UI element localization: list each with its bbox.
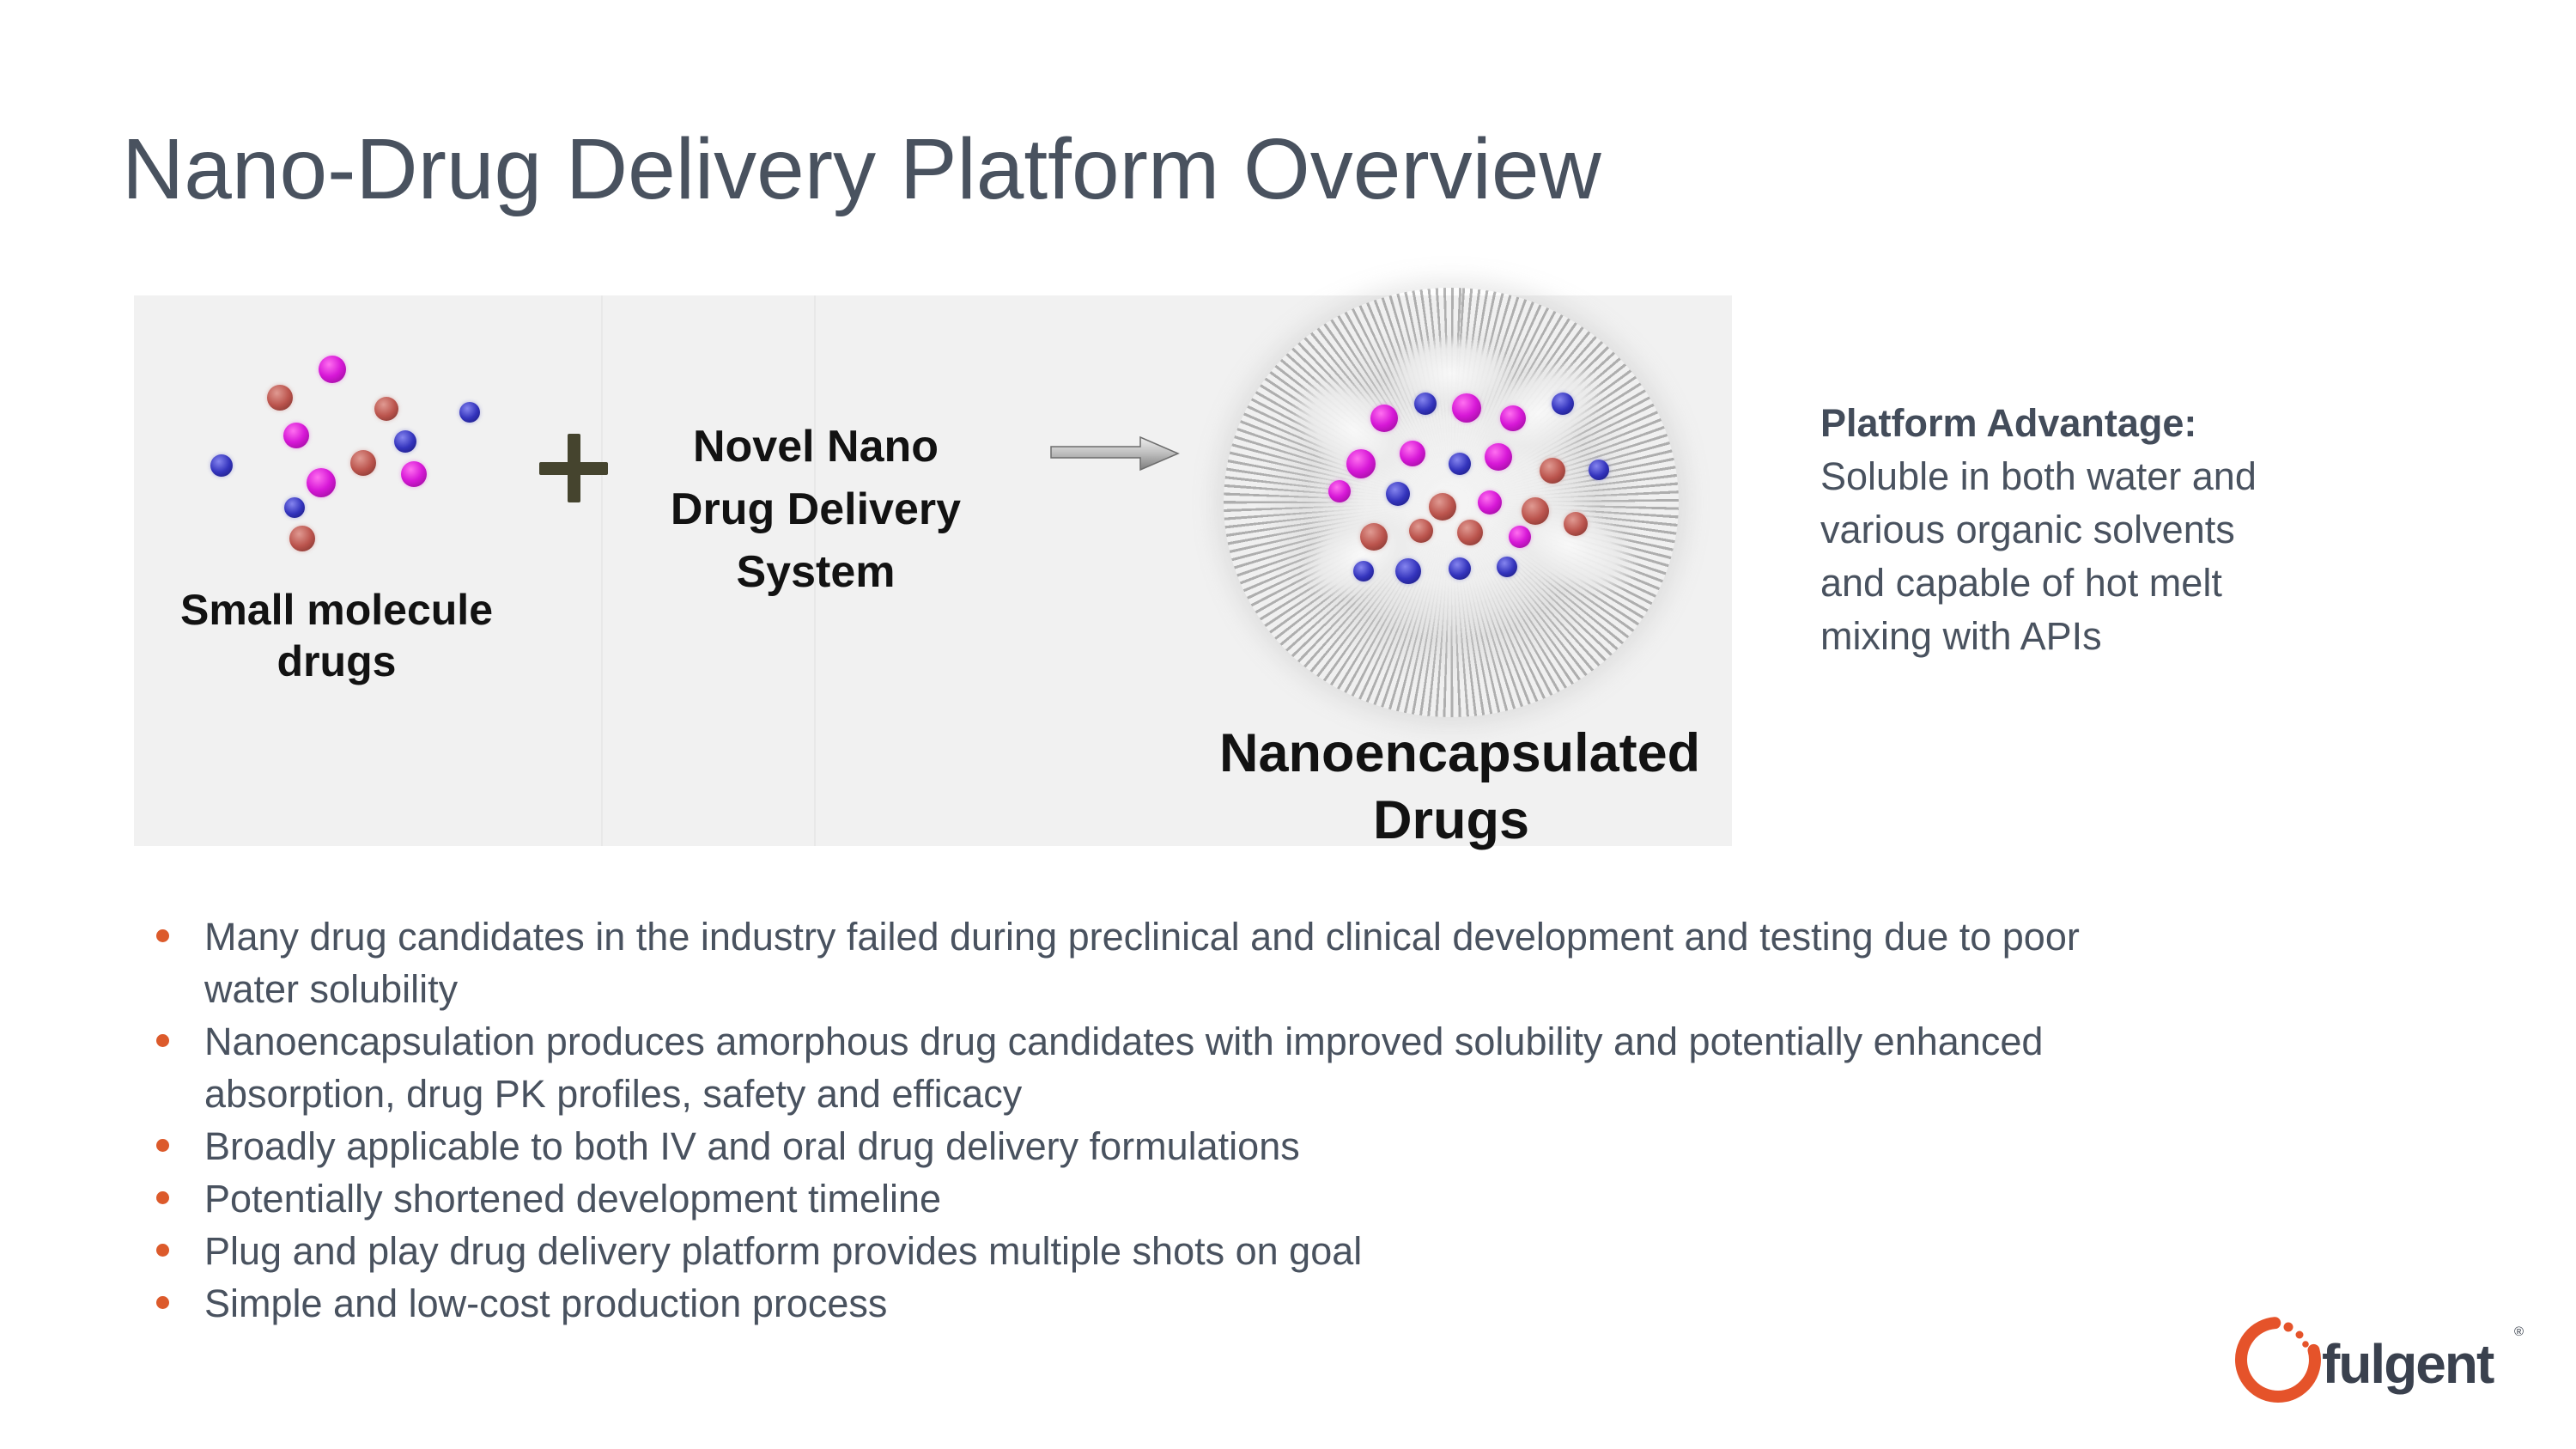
- label-line: Drug Delivery: [670, 484, 962, 534]
- bullet-text: Potentially shortened development timeli…: [204, 1177, 942, 1221]
- fulgent-logo: fulgent ®: [2234, 1317, 2524, 1403]
- bullet-text: Nanoencapsulation produces amorphous dru…: [204, 1020, 2044, 1116]
- platform-advantage-line: mixing with APIs: [1820, 614, 2102, 658]
- platform-advantage-line: various organic solvents: [1820, 508, 2235, 551]
- bullet-marker-icon: [156, 1139, 169, 1152]
- bullet-marker-icon: [156, 1244, 169, 1257]
- right-arrow-icon: [1050, 435, 1180, 472]
- logo-circle-icon: [2234, 1317, 2321, 1403]
- bullet-item: Plug and play drug delivery platform pro…: [155, 1225, 2421, 1277]
- bullet-text: Simple and low-cost production process: [204, 1282, 888, 1325]
- panel-seam: [601, 295, 603, 846]
- bullet-text: Many drug candidates in the industry fai…: [204, 915, 2080, 1011]
- bullet-item: Potentially shortened development timeli…: [155, 1172, 2421, 1225]
- bullet-marker-icon: [156, 1296, 169, 1309]
- bullet-text: Plug and play drug delivery platform pro…: [204, 1229, 1363, 1273]
- label-line: System: [736, 547, 896, 597]
- micelle-petal: [1387, 335, 1516, 412]
- registered-mark: ®: [2514, 1324, 2524, 1339]
- label-line: Novel Nano: [692, 422, 939, 472]
- label-line: Nanoencapsulated: [1219, 723, 1701, 783]
- bullet-marker-icon: [156, 1191, 169, 1204]
- bullet-list: Many drug candidates in the industry fai…: [155, 910, 2421, 1330]
- bullet-marker-icon: [156, 929, 169, 942]
- bullet-item: Many drug candidates in the industry fai…: [155, 910, 2421, 1015]
- bullet-text: Broadly applicable to both IV and oral d…: [204, 1124, 1300, 1168]
- page-title: Nano-Drug Delivery Platform Overview: [122, 121, 1601, 217]
- label-line: Drugs: [1372, 790, 1530, 850]
- bullet-item: Nanoencapsulation produces amorphous dru…: [155, 1015, 2421, 1120]
- plus-icon: [535, 429, 612, 507]
- label-line: Small molecule: [179, 586, 494, 634]
- platform-advantage-heading: Platform Advantage:: [1820, 401, 2197, 445]
- logo-wordmark: fulgent: [2322, 1333, 2494, 1395]
- bullet-item: Simple and low-cost production process: [155, 1277, 2421, 1330]
- platform-advantage-line: and capable of hot melt: [1820, 561, 2222, 605]
- bullet-marker-icon: [156, 1034, 169, 1047]
- bullet-item: Broadly applicable to both IV and oral d…: [155, 1120, 2421, 1172]
- panel-seam: [814, 295, 816, 846]
- platform-advantage: Platform Advantage: Soluble in both wate…: [1820, 397, 2490, 663]
- label-line: drugs: [276, 637, 397, 685]
- micelle-illustration: [1224, 288, 1679, 717]
- platform-advantage-text: Soluble in both water and various organic…: [1820, 450, 2490, 663]
- platform-advantage-line: Soluble in both water and: [1820, 454, 2257, 498]
